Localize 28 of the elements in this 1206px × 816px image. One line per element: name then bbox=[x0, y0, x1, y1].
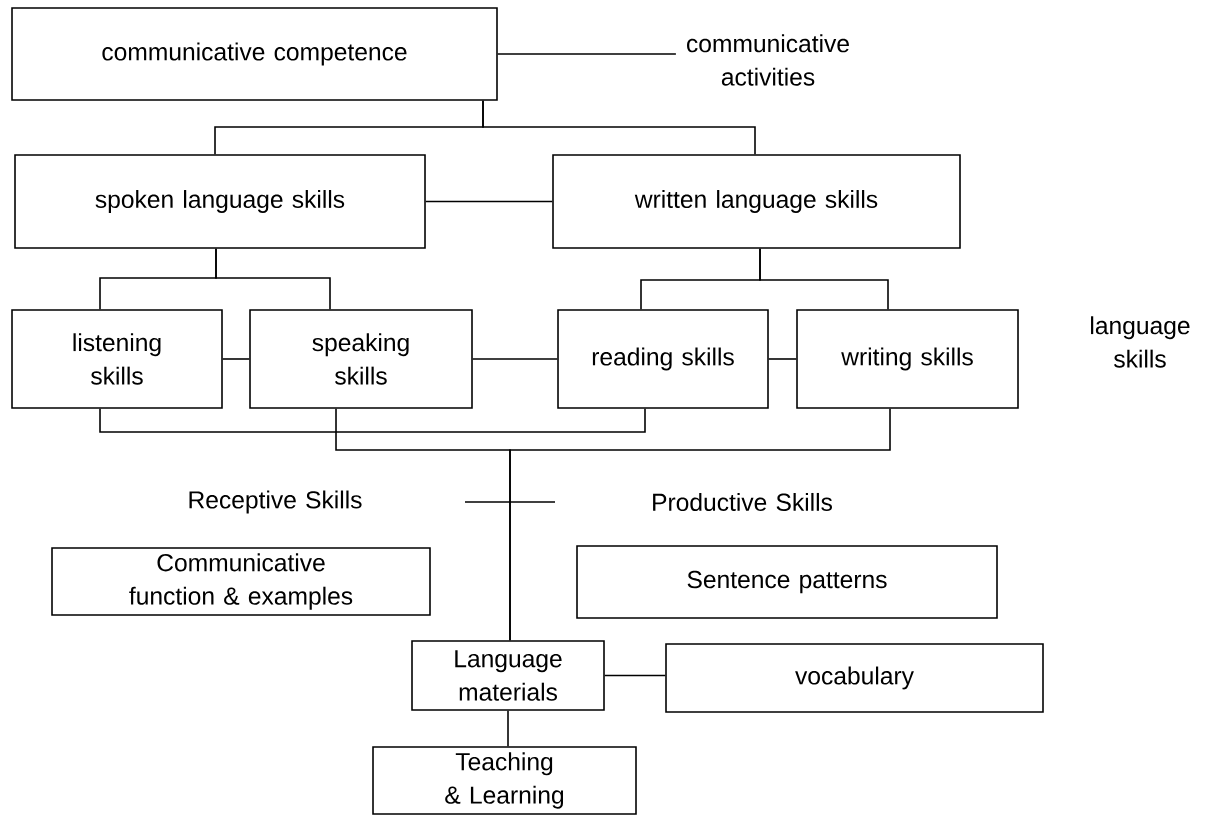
concept-box: listening skills bbox=[11, 309, 223, 409]
connector-line bbox=[215, 248, 331, 310]
connector-line bbox=[99, 408, 646, 433]
concept-box: Teaching & Learning bbox=[372, 746, 637, 815]
concept-box: Communicative function & examples bbox=[51, 547, 431, 616]
connector-line bbox=[222, 358, 250, 360]
connector-line bbox=[759, 248, 889, 310]
concept-box: vocabulary bbox=[665, 643, 1044, 713]
connector-line bbox=[472, 358, 558, 360]
connector-line bbox=[497, 53, 677, 55]
connector-line bbox=[604, 674, 666, 677]
connector-line bbox=[482, 100, 756, 155]
concept-box: writing skills bbox=[796, 309, 1019, 409]
concept-box: Language materials bbox=[411, 640, 605, 711]
connector-line bbox=[425, 200, 553, 203]
side-label: Productive Skills bbox=[653, 492, 832, 512]
concept-box: Sentence patterns bbox=[576, 545, 998, 619]
side-label: language skills bbox=[1091, 316, 1190, 368]
connector-line bbox=[509, 408, 891, 641]
connector-line bbox=[507, 710, 509, 747]
side-label: Receptive Skills bbox=[189, 490, 362, 514]
concept-box: reading skills bbox=[557, 309, 769, 409]
concept-box: spoken language skills bbox=[14, 154, 426, 249]
concept-box: written language skills bbox=[552, 154, 961, 249]
concept-box: communicative competence bbox=[11, 7, 498, 101]
concept-box: speaking skills bbox=[249, 309, 473, 409]
connector-line bbox=[768, 358, 797, 360]
annotation-text: communicative activities bbox=[687, 34, 849, 86]
